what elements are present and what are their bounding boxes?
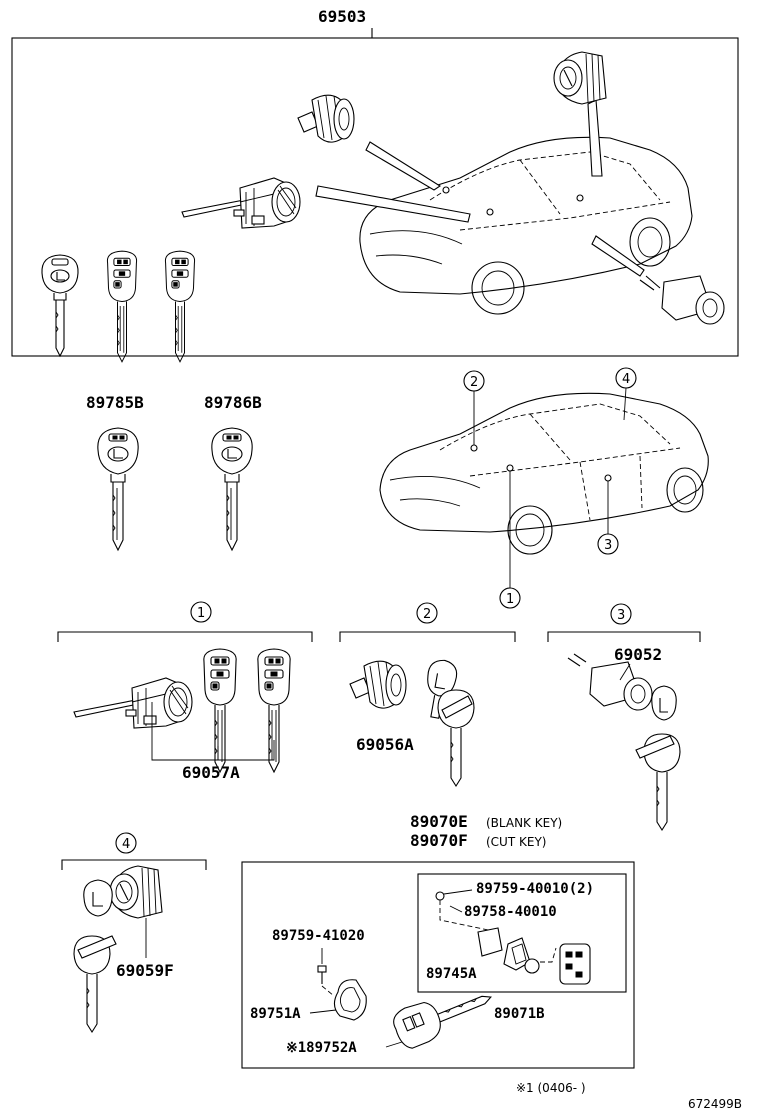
part-89745A-label: 89745A: [426, 966, 477, 982]
assembly-box-69503: [11, 37, 739, 357]
key-group3-b: [635, 733, 681, 832]
glovebox-cylinder-top: [639, 275, 725, 325]
key-group4-a: [83, 879, 113, 917]
rubber-pad: [477, 927, 503, 957]
fob-key-top-2: [164, 250, 196, 363]
pointer-arrow: [591, 235, 645, 277]
key-89786B: [211, 427, 253, 551]
svg-text:4: 4: [622, 372, 630, 387]
group-4-header: 4: [61, 832, 207, 870]
door-cylinder-top: [297, 94, 355, 143]
callout-2-top: 2: [463, 370, 485, 452]
ignition-cylinder-top: [181, 177, 301, 229]
callout-4-top: 4: [615, 367, 637, 421]
mini-key-top-1: [41, 254, 79, 357]
svg-text:1: 1: [197, 606, 205, 621]
battery-cover: [503, 937, 531, 971]
svg-text:3: 3: [604, 538, 612, 553]
glovebox-cylinder-69052: [567, 653, 653, 711]
part-69057A-label: 69057A: [182, 763, 240, 782]
callout-3-top: 3: [597, 474, 619, 555]
svg-text:1: 1: [506, 592, 514, 607]
group-3-header: 3: [547, 603, 701, 642]
leader-69057A: [151, 702, 275, 761]
transmitter-subbox: [417, 873, 627, 993]
fob-key-top-1: [106, 250, 138, 363]
callout-1-top: 1: [499, 464, 521, 609]
part-89070F-note: (CUT KEY): [486, 835, 546, 849]
part-89751A-label: 89751A: [250, 1006, 301, 1022]
pointer-arrow: [315, 185, 471, 223]
pointer-arrow: [587, 99, 603, 177]
trunk-cylinder-69059F: [109, 865, 163, 919]
part-69052-label: 69052: [614, 645, 662, 664]
part-69056A-label: 69056A: [356, 735, 414, 754]
door-cylinder-69056A: [349, 660, 407, 709]
svg-text:2: 2: [423, 607, 431, 622]
leader-69052: [619, 663, 631, 681]
screw-89759-41020: [317, 965, 327, 984]
key-group3-a: [651, 685, 677, 721]
svg-text:4: 4: [122, 837, 130, 852]
part-89070E-label: 89070E: [410, 812, 468, 831]
screw-part: [435, 891, 445, 901]
footnote: ※1 (0406- ): [516, 1081, 586, 1095]
part-69059F-label: 69059F: [116, 961, 174, 980]
part-89752A-label: ※189752A: [286, 1040, 357, 1056]
part-89758-40010-label: 89758-40010: [464, 904, 557, 920]
pointer-arrow: [365, 141, 442, 191]
svg-text:2: 2: [470, 375, 478, 390]
group-1-header: 1: [57, 601, 313, 642]
battery: [524, 958, 540, 974]
part-89070E-note: (BLANK KEY): [486, 816, 562, 830]
key-group4-b: [73, 935, 117, 1034]
part-89786B-label: 89786B: [204, 393, 262, 412]
key-kit-box: [241, 861, 635, 1069]
assembly-label: 69503: [318, 7, 366, 26]
key-89752A: [393, 995, 492, 1049]
part-89759-40010-label: 89759-40010(2): [476, 881, 594, 897]
key-plate-89751A: [333, 979, 367, 1021]
part-89070F-label: 89070F: [410, 831, 468, 850]
car-illustration-top: [359, 136, 693, 315]
trunk-cylinder-top: [553, 51, 607, 105]
group-2-header: 2: [339, 602, 516, 642]
key-group2-a: [427, 659, 458, 719]
fob-key-group1-a: [203, 648, 237, 773]
ignition-cylinder-69057A: [73, 677, 193, 729]
key-89785B: [97, 427, 139, 551]
part-89071B-label: 89071B: [494, 1006, 545, 1022]
figure-id: 672499B: [688, 1097, 742, 1111]
part-89785B-label: 89785B: [86, 393, 144, 412]
part-89759-41020-label: 89759-41020: [272, 928, 365, 944]
transmitter-housing: [559, 943, 591, 985]
key-group2-b: [437, 689, 475, 788]
svg-text:3: 3: [617, 608, 625, 623]
car-illustration-middle: [379, 392, 709, 555]
